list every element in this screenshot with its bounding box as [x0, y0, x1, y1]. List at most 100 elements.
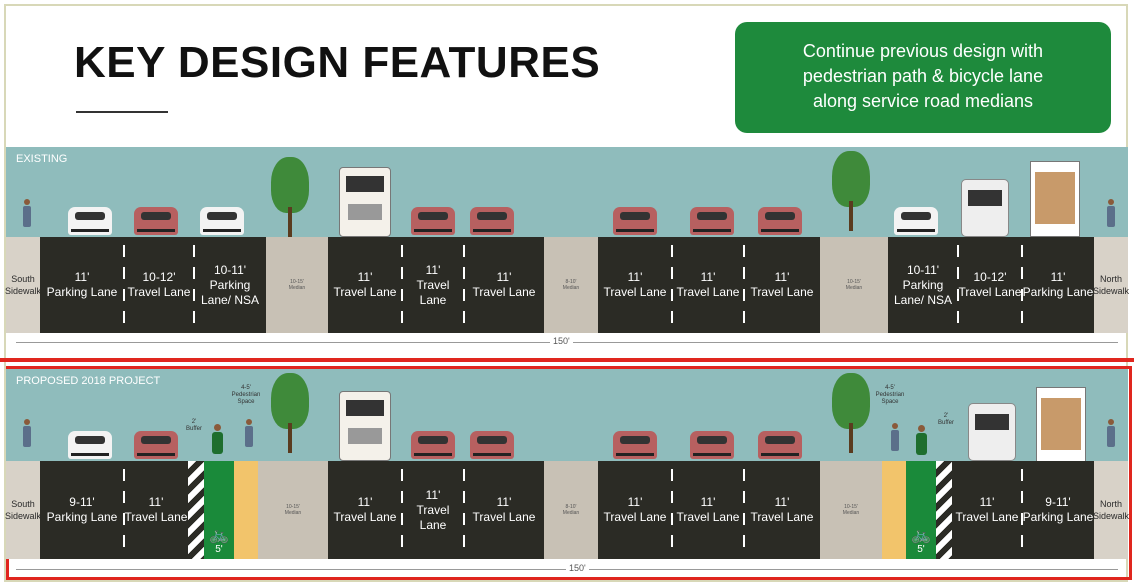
- lane-travel: 11'Travel Lane: [598, 237, 672, 333]
- lane-label: Travel Lane: [127, 285, 191, 299]
- lane-parking: 11'Parking Lane: [40, 237, 124, 333]
- bus-icon: [968, 403, 1016, 461]
- lane-width: 11': [1050, 270, 1066, 284]
- total-width-label: 150': [550, 336, 573, 346]
- lane-width: 10-11': [213, 262, 247, 277]
- lane-width: 11': [357, 495, 373, 509]
- car-icon: [68, 207, 112, 235]
- lane-label: Sidewalk: [1092, 511, 1130, 521]
- lane-width: South: [11, 274, 35, 284]
- lane-label: Parking Lane/ NSA: [893, 277, 953, 307]
- pedestrian-figure: [22, 419, 32, 447]
- lane-width: 9-11': [1045, 495, 1071, 509]
- lane-label: Travel Lane: [676, 285, 740, 299]
- existing-label: EXISTING: [16, 153, 68, 165]
- bus-icon: [961, 179, 1009, 237]
- lane-divider: [671, 245, 673, 325]
- lane-label: Parking Lane: [46, 510, 118, 524]
- lane-travel: 11'Travel Lane: [952, 461, 1022, 559]
- lane-label: Travel Lane: [333, 510, 397, 524]
- pedestrian-space-label: 4-5' Pedestrian Space: [875, 385, 905, 405]
- box-truck-icon: [1030, 161, 1080, 237]
- lane-label: Travel Lane: [603, 510, 667, 524]
- lane-median: 10-15'Median: [266, 237, 328, 333]
- lane-divider: [1021, 245, 1023, 325]
- buffer-label: 2' Buffer: [938, 413, 954, 426]
- lane-width: North: [1099, 274, 1122, 284]
- lane-width: 11': [148, 495, 164, 509]
- lane-width: 11': [496, 270, 512, 284]
- lane-width: 11': [774, 495, 790, 509]
- car-icon: [894, 207, 938, 235]
- proposed-backdrop: [6, 369, 1128, 463]
- lane-travel: 11'Travel Lane: [672, 461, 744, 559]
- car-icon: [758, 207, 802, 235]
- car-icon: [411, 431, 455, 459]
- lane-travel: 11'Travel Lane: [402, 237, 464, 333]
- lane-label: Travel Lane: [955, 510, 1019, 524]
- pedestrian-figure: [22, 199, 32, 227]
- lane-label: Sidewalk: [1092, 286, 1130, 296]
- car-icon: [411, 207, 455, 235]
- lane-label: Travel Lane: [472, 285, 536, 299]
- tree-icon: [832, 373, 870, 453]
- pedestrian-figure: [890, 423, 900, 451]
- lane-label: Travel Lane: [750, 285, 814, 299]
- lane-width: 11': [627, 495, 643, 509]
- lane-divider: [401, 469, 403, 551]
- car-icon: [690, 431, 734, 459]
- car-icon: [470, 431, 514, 459]
- lane-label: Median: [284, 510, 302, 516]
- lane-label: Median: [562, 285, 580, 291]
- car-icon: [690, 207, 734, 235]
- car-icon: [758, 431, 802, 459]
- lane-median: 8-10'Median: [544, 461, 598, 559]
- buffer-label: 2' Buffer: [186, 419, 202, 432]
- lane-label: Parking Lane: [1022, 510, 1094, 524]
- lane-width: 8-10': [565, 504, 577, 510]
- lane-travel: 11'Travel Lane: [328, 237, 402, 333]
- pedestrian-figure: [244, 419, 254, 447]
- lane-width: 11': [979, 495, 995, 509]
- lane-width: 11': [700, 495, 716, 509]
- lane-label: Parking Lane/ NSA: [200, 277, 260, 307]
- lane-label: Travel Lane: [750, 510, 814, 524]
- cyclist-figure: [914, 425, 930, 455]
- lane-parking-nsa: 10-11'Parking Lane/ NSA: [888, 237, 958, 333]
- pedestrian-figure: [1106, 199, 1116, 227]
- lane-median: 8-10'Median: [544, 237, 598, 333]
- proposed-label: PROPOSED 2018 PROJECT: [16, 375, 161, 387]
- bicycle-icon: 🚲: [911, 527, 931, 544]
- lane-median: 10-15'Median: [258, 461, 328, 559]
- bicycle-icon: 🚲: [209, 527, 229, 544]
- lane-width: 10-15': [286, 504, 300, 510]
- lane-label: Travel Lane: [472, 510, 536, 524]
- lane-travel: 11'Travel Lane: [464, 461, 544, 559]
- lane-label: Sidewalk: [4, 286, 42, 296]
- lane-width: 10-12': [973, 270, 1007, 284]
- lane-travel: 11'Travel Lane: [744, 461, 820, 559]
- car-icon: [134, 431, 178, 459]
- lane-travel: 11'Travel Lane: [672, 237, 744, 333]
- lane-divider: [123, 469, 125, 551]
- lane-parking: 9-11'Parking Lane: [40, 461, 124, 559]
- lane-width: 11': [425, 487, 441, 502]
- callout-line-2: pedestrian path & bicycle lane: [802, 66, 1044, 86]
- car-icon: [134, 207, 178, 235]
- lane-width: 11': [700, 270, 716, 284]
- lane-parking: 9-11'Parking Lane: [1022, 461, 1094, 559]
- lane-travel: 11'Travel Lane: [598, 461, 672, 559]
- bike-lane: 🚲5': [204, 461, 234, 559]
- tree-icon: [271, 373, 309, 453]
- lane-divider: [1021, 469, 1023, 551]
- car-icon: [200, 207, 244, 235]
- lane-divider: [193, 245, 195, 325]
- pedestrian-path: [882, 461, 906, 559]
- lane-width: 10-15': [847, 279, 861, 285]
- pedestrian-figure: [1106, 419, 1116, 447]
- lane-divider: [463, 469, 465, 551]
